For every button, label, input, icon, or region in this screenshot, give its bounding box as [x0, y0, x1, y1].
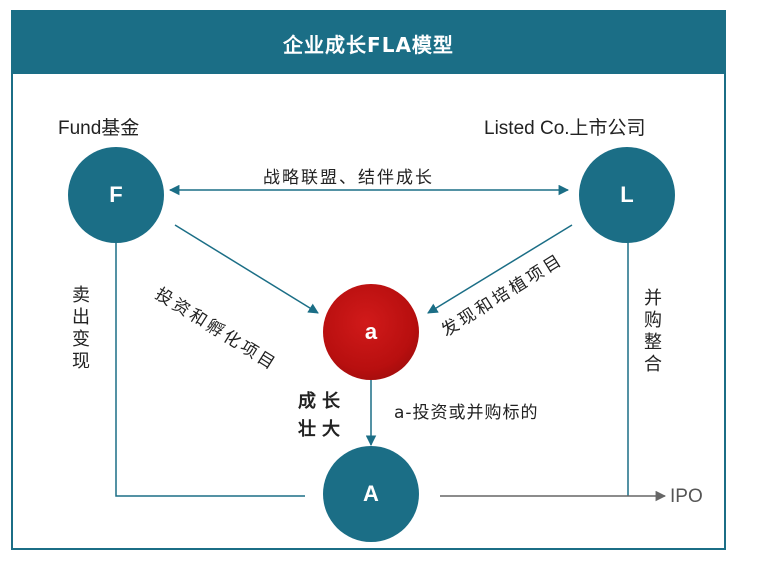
node-a: a [323, 284, 419, 380]
ipo-label: IPO [670, 486, 703, 507]
sell-cash-line [115, 242, 305, 497]
diagram-title: 企业成长FLA模型 [13, 12, 724, 74]
listed-to-a-arrow [427, 224, 573, 314]
sell-cash-label: 卖出变现 [69, 285, 90, 373]
node-A: A [323, 446, 419, 542]
node-F: F [68, 147, 164, 243]
target-label: a-投资或并购标的 [394, 403, 539, 423]
fund-label: Fund基金 [58, 118, 140, 139]
grow-big-label: 成长壮大 [298, 391, 346, 440]
merge-integrate-label: 并购整合 [641, 288, 662, 376]
listed-label: Listed Co.上市公司 [484, 118, 646, 139]
alliance-label: 战略联盟、结伴成长 [263, 168, 434, 188]
node-L: L [579, 147, 675, 243]
fund-to-a-arrow [174, 224, 319, 314]
